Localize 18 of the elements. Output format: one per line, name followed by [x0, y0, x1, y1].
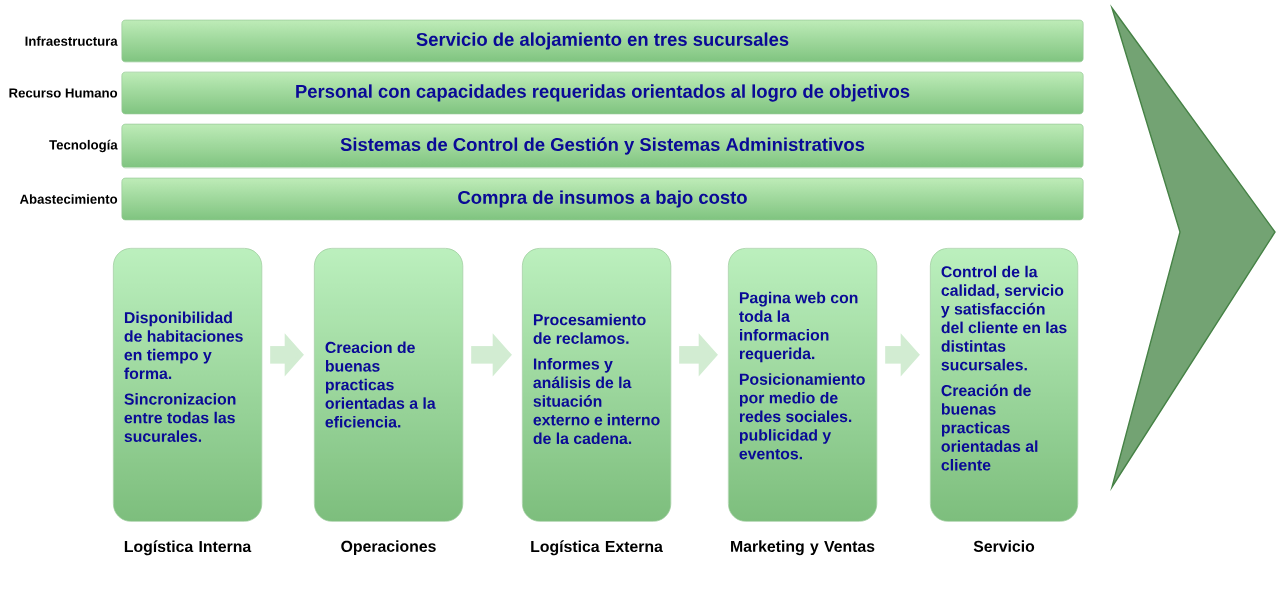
- row-label: Tecnología: [49, 139, 118, 153]
- activity-label: Servicio: [973, 540, 1035, 552]
- activity-label: Operaciones: [341, 540, 436, 556]
- activity-box: Creacion de buenas practicas orientadas a la eficiencia.: [314, 248, 464, 522]
- activity-box: Control de la calidad, servicio y satisfacción del cliente en las distintas sucursales. Creación de buenas practicas orientadas al cliente: [930, 248, 1079, 522]
- activity-bar: Sistemas de Control de Gestión y Sistemas Administrativos: [121, 123, 1084, 169]
- activity-bar: Compra de insumos a bajo costo: [121, 177, 1084, 221]
- activity-label: Marketing y Ventas: [731, 540, 875, 556]
- activity-bar: Personal con capacidades requeridas orientados al logro de objetivos: [121, 71, 1084, 115]
- activity-label: Logística Externa: [531, 540, 663, 556]
- activity-bar: Servicio de alojamiento en tres sucursales: [121, 19, 1084, 63]
- activity-box: Procesamiento de reclamos. Informes y análisis de la situación externo e interno de la cadena.: [522, 248, 672, 522]
- row-label: Infraestructura: [25, 36, 118, 46]
- activity-box: Pagina web con toda la informacion requerida. Posicionamiento por medio de redes sociales. publicidad y eventos.: [728, 248, 878, 522]
- activity-label: Logística Interna: [124, 540, 252, 556]
- row-label: Recurso Humano: [9, 88, 118, 98]
- activity-box: Disponibilidad de habitaciones en tiempo y forma. Sincronizacion entre todas las sucurales.: [113, 248, 263, 522]
- row-label: Abastecimiento: [19, 194, 118, 204]
